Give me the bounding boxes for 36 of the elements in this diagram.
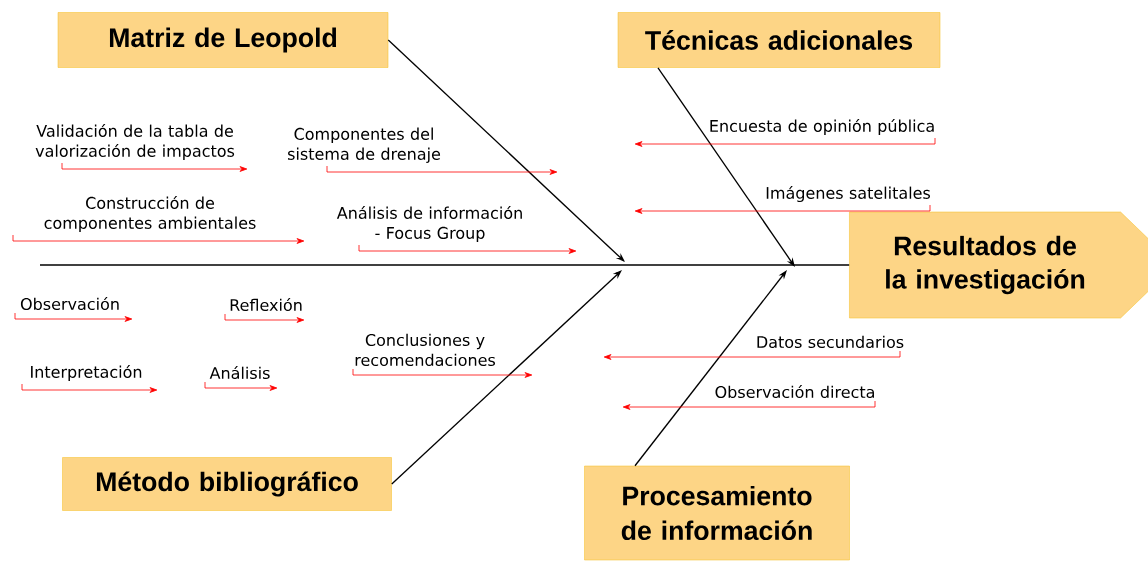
arrow xyxy=(634,270,787,467)
cause-label: Construcción de componentes ambientales xyxy=(44,195,256,233)
cause-label: Conclusiones y recomendaciones xyxy=(355,333,495,367)
arrow xyxy=(634,137,936,147)
category-box: Método bibliográfico xyxy=(62,457,392,511)
cause-label: Componentes del sistema de drenaje xyxy=(288,127,441,164)
cause-label: Observación xyxy=(20,297,119,311)
cause-label: Imágenes satelitales xyxy=(766,185,931,203)
arrow xyxy=(657,67,795,267)
arrow xyxy=(391,270,622,485)
arrow xyxy=(14,312,133,322)
category-box: Procesamiento de información xyxy=(584,465,850,561)
cause-label: Validación de la tabla de valorización de impactos xyxy=(35,123,235,161)
arrow xyxy=(358,244,577,254)
arrow xyxy=(326,165,558,175)
arrow xyxy=(224,313,305,323)
arrow xyxy=(12,234,305,244)
arrow xyxy=(603,350,901,360)
cause-label: Análisis xyxy=(209,366,270,380)
arrow xyxy=(21,383,158,393)
category-box: Técnicas adicionales xyxy=(617,12,941,68)
arrow xyxy=(387,39,625,262)
cause-label: Datos secundarios xyxy=(757,335,904,349)
cause-label: Análisis de información - Focus Group xyxy=(336,205,522,243)
arrow xyxy=(634,204,931,214)
result-arrow-box: Resultados de la investigación xyxy=(849,211,1148,319)
cause-label: Interpretación xyxy=(31,364,142,382)
arrow xyxy=(204,381,278,391)
cause-label: Reflexión xyxy=(230,298,302,312)
cause-label: Encuesta de opinión pública xyxy=(710,118,934,136)
arrow xyxy=(622,400,876,410)
cause-label: Observación directa xyxy=(715,385,874,399)
category-box: Matriz de Leopold xyxy=(57,12,389,68)
spine-line xyxy=(39,264,850,266)
arrow xyxy=(352,368,533,378)
arrow xyxy=(61,162,248,172)
